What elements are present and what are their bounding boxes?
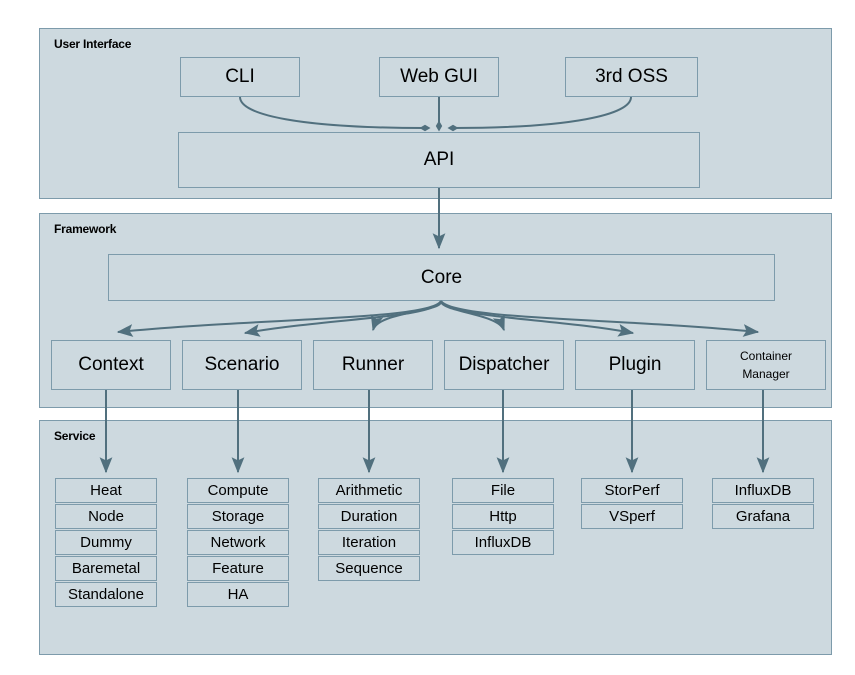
group-label-framework: Framework bbox=[54, 222, 117, 236]
node-container-manager[interactable]: Container Manager bbox=[706, 340, 826, 390]
service-item[interactable]: VSperf bbox=[581, 504, 683, 529]
node-scenario[interactable]: Scenario bbox=[182, 340, 302, 390]
service-item[interactable]: Http bbox=[452, 504, 554, 529]
service-item[interactable]: Arithmetic bbox=[318, 478, 420, 503]
service-item[interactable]: InfluxDB bbox=[452, 530, 554, 555]
service-item[interactable]: Duration bbox=[318, 504, 420, 529]
service-item[interactable]: InfluxDB bbox=[712, 478, 814, 503]
group-label-user-interface: User Interface bbox=[54, 37, 132, 51]
service-item[interactable]: Feature bbox=[187, 556, 289, 581]
service-item[interactable]: Network bbox=[187, 530, 289, 555]
service-item[interactable]: Node bbox=[55, 504, 157, 529]
service-item[interactable]: Iteration bbox=[318, 530, 420, 555]
node-3rd-oss[interactable]: 3rd OSS bbox=[565, 57, 698, 97]
group-service: Service bbox=[39, 420, 832, 655]
node-context[interactable]: Context bbox=[51, 340, 171, 390]
node-plugin[interactable]: Plugin bbox=[575, 340, 695, 390]
node-container-manager-line-1: Container bbox=[739, 349, 793, 363]
service-item[interactable]: Storage bbox=[187, 504, 289, 529]
node-runner[interactable]: Runner bbox=[313, 340, 433, 390]
service-item[interactable]: Standalone bbox=[55, 582, 157, 607]
service-item[interactable]: Grafana bbox=[712, 504, 814, 529]
service-item[interactable]: Heat bbox=[55, 478, 157, 503]
service-item[interactable]: Baremetal bbox=[55, 556, 157, 581]
node-web-gui[interactable]: Web GUI bbox=[379, 57, 499, 97]
service-item[interactable]: Sequence bbox=[318, 556, 420, 581]
group-label-service: Service bbox=[54, 429, 96, 443]
node-dispatcher[interactable]: Dispatcher bbox=[444, 340, 564, 390]
service-item[interactable]: Compute bbox=[187, 478, 289, 503]
service-item[interactable]: HA bbox=[187, 582, 289, 607]
service-item[interactable]: StorPerf bbox=[581, 478, 683, 503]
node-cli[interactable]: CLI bbox=[180, 57, 300, 97]
node-container-manager-line-2: Manager bbox=[742, 367, 790, 381]
node-api[interactable]: API bbox=[178, 132, 700, 188]
service-item[interactable]: Dummy bbox=[55, 530, 157, 555]
service-item[interactable]: File bbox=[452, 478, 554, 503]
node-core[interactable]: Core bbox=[108, 254, 775, 301]
